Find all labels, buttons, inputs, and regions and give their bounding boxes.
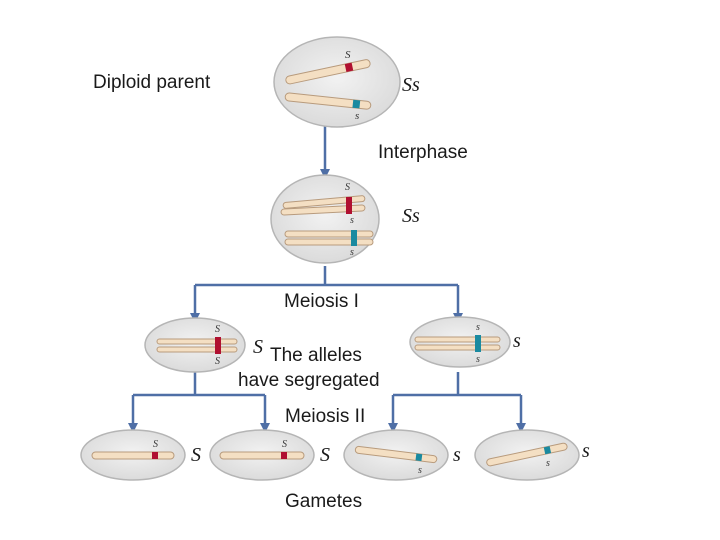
interphase-allele-mark-s-bottom: s <box>350 247 354 258</box>
meiosis-2-right-branch <box>393 372 521 397</box>
gamete4-genotype: s <box>582 440 590 462</box>
meiosis1-right-allele-mark-top: s <box>476 322 480 333</box>
interphase-chromosome-s <box>284 230 374 246</box>
gamete2-allele-mark: S <box>282 439 287 450</box>
interphase-chromosome-S <box>280 195 366 216</box>
gamete-cell-3: s <box>343 429 449 481</box>
parent-genotype: Ss <box>402 74 420 96</box>
gametes-label: Gametes <box>285 491 362 512</box>
gamete-cell-2: S <box>209 429 315 481</box>
diploid-parent-label: Diploid parent <box>93 72 211 93</box>
gamete1-allele-mark: S <box>153 439 158 450</box>
gamete3-allele-mark: s <box>418 465 422 476</box>
gamete-cell-1: S <box>80 429 186 481</box>
meiosis1-left-allele-mark-bottom: S <box>215 356 220 367</box>
meiosis1-right-cell: s s <box>409 316 511 368</box>
gamete-cell-4: s <box>474 429 580 481</box>
meiosis-2-left-branch <box>133 372 265 397</box>
interphase-allele-mark-S: S <box>345 182 350 193</box>
interphase-label: Interphase <box>378 142 468 163</box>
gamete2-genotype: S <box>320 444 330 466</box>
interphase-allele-mark-s-top: s <box>350 215 354 226</box>
gamete1-genotype: S <box>191 444 201 466</box>
interphase-genotype: Ss <box>402 205 420 227</box>
diploid-parent-cell: S s <box>273 36 401 128</box>
parent-allele-mark-S: S <box>345 49 351 61</box>
meiosis1-left-cell: S S <box>144 317 246 373</box>
meiosis-1-label: Meiosis I <box>284 291 359 312</box>
meiosis-1-branch <box>195 266 458 287</box>
alleles-segregated-line2: have segregated <box>238 370 380 391</box>
gamete3-genotype: s <box>453 444 461 466</box>
interphase-cell: S s s <box>270 174 380 264</box>
meiosis1-right-genotype: s <box>513 330 521 352</box>
parent-chromosome-s <box>284 92 372 110</box>
meiosis1-left-genotype: S <box>253 336 263 358</box>
meiosis1-right-allele-mark-bottom: s <box>476 354 480 365</box>
alleles-segregated-line1: The alleles <box>270 345 362 366</box>
gamete4-allele-mark: s <box>546 458 550 469</box>
connector-lines <box>128 125 526 433</box>
parent-chromosome-S <box>285 59 371 85</box>
meiosis-2-label: Meiosis II <box>285 406 365 427</box>
parent-allele-mark-s: s <box>355 110 359 122</box>
meiosis1-left-allele-mark-top: S <box>215 324 220 335</box>
